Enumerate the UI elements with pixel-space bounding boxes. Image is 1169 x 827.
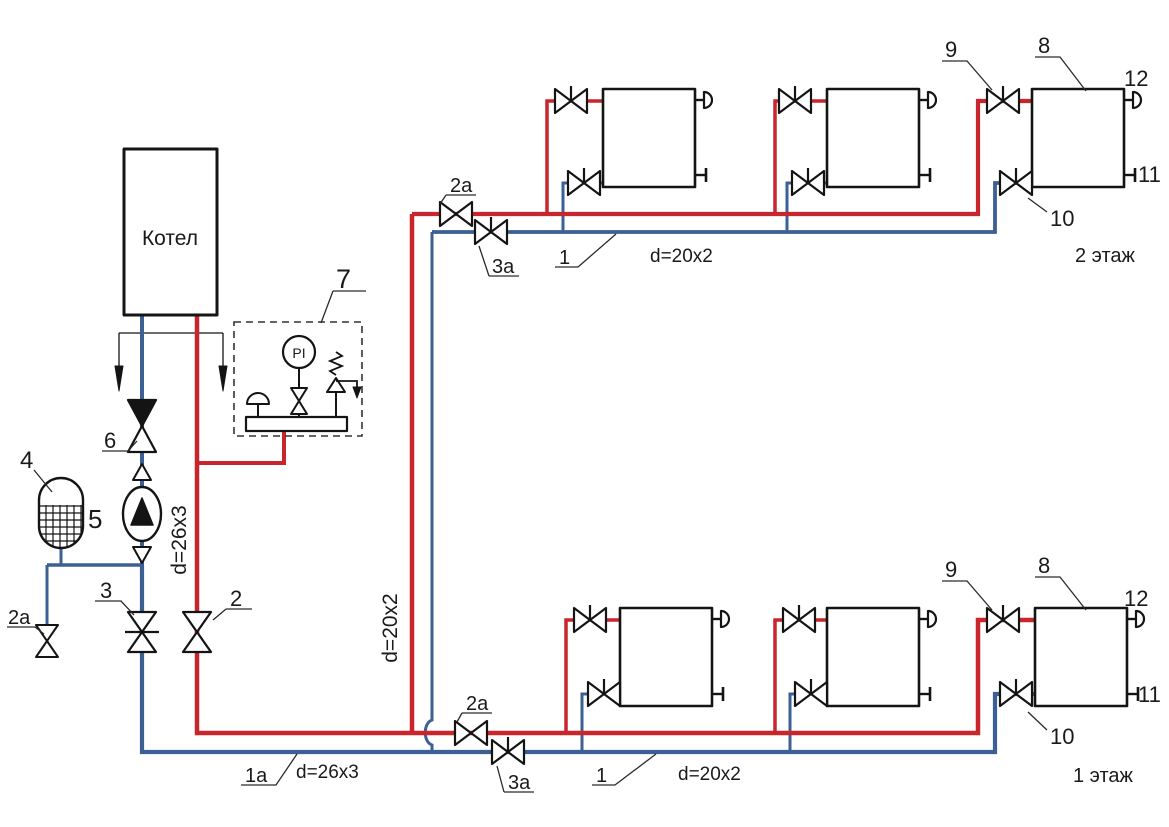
radiator (618, 606, 731, 708)
floor1-return-valve-3a (490, 735, 526, 766)
callout-11-floor2: 11 (1138, 162, 1161, 187)
callout-7: 7 (336, 264, 351, 294)
safety-valve-icon (326, 351, 362, 417)
radiator-return-valve-10 (998, 677, 1034, 708)
callout-leaders (7, 56, 1087, 793)
radiator-supply-valve (553, 84, 589, 115)
boiler-label: Котел (142, 227, 198, 250)
callout-4: 4 (20, 447, 33, 474)
callout-1-floor1: 1 (596, 765, 607, 787)
callout-5: 5 (88, 504, 102, 534)
radiator (601, 87, 714, 189)
radiator (1033, 606, 1146, 708)
manifold (244, 415, 349, 433)
callout-1a: 1а (245, 765, 268, 787)
floor2-supply-main (412, 98, 1032, 217)
down-arrow-icon (114, 365, 124, 392)
callout-9-floor1: 9 (945, 557, 957, 582)
radiator (1030, 87, 1143, 189)
main-pipe-spec: d=26x3 (296, 762, 359, 783)
floor1-rad2-supply (773, 618, 827, 733)
callout-1-floor2: 1 (559, 247, 570, 269)
floor2-return-main (432, 181, 1032, 234)
floor2-supply-valve-2a (438, 200, 474, 228)
pressure-gauge-label: PI (292, 345, 305, 361)
floor2-rad2-supply (773, 99, 827, 214)
radiator (825, 87, 938, 189)
boiler: Котел (122, 147, 219, 317)
callout-11-floor1: 11 (1138, 682, 1161, 707)
callout-3a-floor1: 3а (508, 772, 531, 794)
boiler-pipe-spec-vertical: d=26x3 (168, 505, 191, 574)
floor2-rad1-supply (545, 99, 603, 214)
radiator (825, 606, 938, 708)
flow-direction-bracket (114, 332, 228, 392)
callout-8-floor2: 8 (1038, 33, 1050, 58)
check-valve-icon (132, 546, 152, 564)
safety-group-boundary (233, 321, 363, 437)
circulation-pump-5 (121, 485, 163, 543)
labels: 7 6 4 5 3 2 2а 2а 3а 2а 3а 1 d=20x2 2 эт… (8, 33, 1161, 794)
radiator-return-valve (793, 677, 829, 708)
floor1-rad1-supply (564, 618, 620, 733)
floor2-return-valve-3a (473, 215, 509, 246)
return-riser-pipe (423, 232, 434, 752)
callout-2a-floor2: 2а (450, 175, 473, 197)
radiator-return-valve (586, 677, 622, 708)
safety-group-branch (197, 431, 286, 465)
callout-10-floor1: 10 (1050, 724, 1074, 749)
balancing-valve-3 (123, 610, 161, 654)
air-vent-icon (246, 392, 270, 405)
callout-2a-drain: 2а (8, 607, 31, 629)
floor1-supply-valve-2a (453, 719, 489, 747)
boiler-return-valve-6 (126, 398, 158, 454)
callout-12-floor1: 12 (1124, 586, 1148, 611)
callout-3: 3 (100, 578, 112, 603)
radiator-supply-valve (781, 603, 817, 634)
radiator-supply-valve (777, 84, 813, 115)
callout-10-floor2: 10 (1050, 206, 1074, 231)
expansion-tank (37, 476, 85, 550)
down-arrow-icon (218, 365, 228, 392)
callout-2: 2 (230, 586, 242, 611)
radiator-supply-valve (572, 603, 608, 634)
shutoff-valve-2 (181, 610, 213, 654)
floor2-pipe-spec: d=20x2 (650, 246, 713, 267)
gauge-valve-icon (290, 387, 308, 402)
radiator-return-valve (566, 166, 602, 197)
callout-9-floor2: 9 (945, 37, 957, 62)
membrane-hatch (39, 505, 83, 548)
radiator-return-valve (790, 166, 826, 197)
riser-pipe-spec-vertical: d=20x2 (379, 593, 402, 662)
check-valve-icon (132, 463, 152, 481)
callout-12-floor2: 12 (1124, 66, 1148, 91)
floor2-label: 2 этаж (1075, 245, 1136, 267)
floor1-pipe-spec: d=20x2 (678, 764, 741, 785)
callout-2a-floor1: 2а (466, 693, 489, 715)
callout-8-floor1: 8 (1038, 553, 1050, 578)
floor1-label: 1 этаж (1073, 765, 1134, 787)
safety-group: PI (233, 321, 363, 437)
callout-6: 6 (104, 428, 116, 453)
radiator-return-valve-10 (998, 166, 1034, 197)
callout-3a-floor2: 3а (492, 256, 515, 278)
